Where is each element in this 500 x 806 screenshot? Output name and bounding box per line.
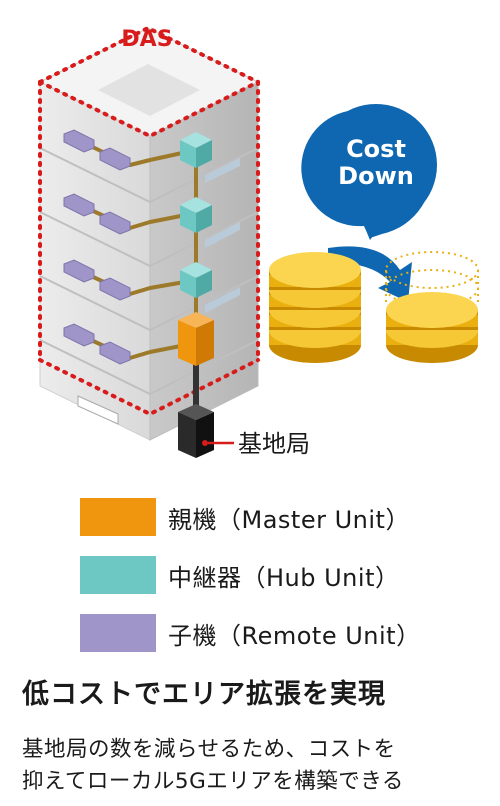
coin-stack-after	[385, 251, 479, 363]
hub-units	[180, 132, 212, 298]
legend-label-master: 親機（Master Unit）	[168, 505, 410, 534]
remote-unit	[63, 129, 95, 153]
base-station	[178, 404, 234, 458]
remote-units	[63, 129, 131, 365]
hub-unit	[180, 197, 212, 233]
headline: 低コストでエリア拡張を実現	[22, 679, 386, 710]
coin-stack-before	[269, 252, 361, 363]
legend-item-remote: 子機（Remote Unit）	[80, 614, 421, 652]
badge-line-1: Cost	[346, 135, 406, 163]
master-unit	[178, 312, 214, 366]
legend-swatch-hub	[80, 556, 156, 594]
legend-item-master: 親機（Master Unit）	[80, 498, 410, 536]
legend-label-hub: 中継器（Hub Unit）	[168, 563, 400, 592]
remote-unit	[99, 147, 131, 171]
legend-swatch-master	[80, 498, 156, 536]
legend-swatch-remote	[80, 614, 156, 652]
das-boundary	[38, 25, 260, 417]
das-label: DAS	[121, 27, 172, 52]
hub-unit	[180, 132, 212, 168]
base-station-label: 基地局	[238, 430, 310, 458]
hub-unit	[180, 262, 212, 298]
remote-unit	[63, 193, 95, 217]
description-line-2: 抑えてローカル5Gエリアを構築できる	[22, 769, 404, 794]
legend-label-remote: 子機（Remote Unit）	[168, 621, 421, 650]
description-line-1: 基地局の数を減らせるため、コストを	[22, 737, 396, 762]
remote-unit	[99, 341, 131, 365]
das-diagram: DAS	[38, 25, 479, 458]
remote-unit	[99, 277, 131, 301]
legend-item-hub: 中継器（Hub Unit）	[80, 556, 399, 594]
remote-unit	[63, 259, 95, 283]
remote-unit	[99, 211, 131, 235]
badge-line-2: Down	[338, 162, 414, 190]
remote-unit	[63, 323, 95, 347]
cost-down-badge: Cost Down	[301, 104, 437, 240]
